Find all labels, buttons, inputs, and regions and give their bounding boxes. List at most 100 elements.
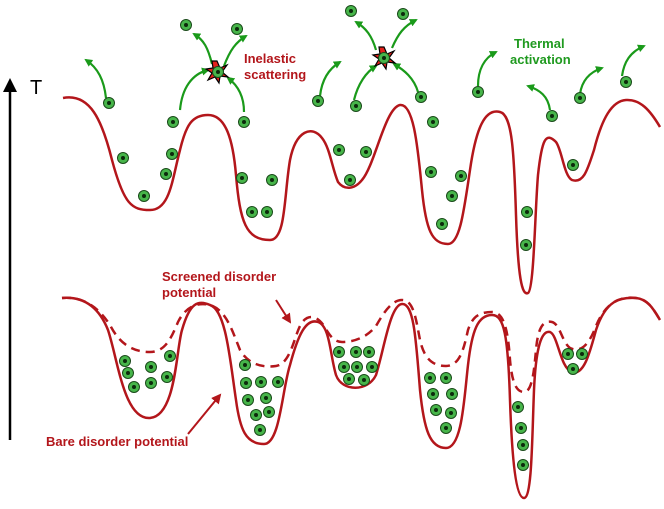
electron-icon — [350, 100, 362, 112]
inelastic-label-line1: Inelastic — [244, 51, 296, 66]
screened-label-line1: Screened disorder — [162, 269, 276, 284]
electron-icon — [212, 66, 224, 78]
electron-icon — [343, 373, 355, 385]
electron-icon — [445, 407, 457, 419]
thermal-arrow-icon — [354, 20, 378, 51]
temperature-axis-arrowhead — [3, 78, 17, 92]
electron-icon — [160, 168, 172, 180]
electron-icon — [238, 116, 250, 128]
electron-icon — [255, 376, 267, 388]
screened-potential-label: Screened disorder potential — [162, 269, 280, 300]
electron-icon — [366, 361, 378, 373]
electron-icon — [351, 361, 363, 373]
upper-potential-curve — [62, 96, 662, 295]
electron-icon — [427, 116, 439, 128]
electron-icon — [119, 355, 131, 367]
inelastic-scattering-label: Inelastic scattering — [244, 51, 306, 82]
electron-icon — [145, 377, 157, 389]
electron-icon — [427, 388, 439, 400]
electron-icon — [620, 76, 632, 88]
electron-icon — [266, 174, 278, 186]
thermal-arrow-icon — [620, 44, 646, 77]
screened-potential-curve — [61, 296, 662, 394]
electron-icon — [117, 152, 129, 164]
electron-icon — [103, 97, 115, 109]
electron-icon — [472, 86, 484, 98]
electron-icon — [425, 166, 437, 178]
electron-icon — [363, 346, 375, 358]
electron-icon — [520, 239, 532, 251]
thermal-arrow-icon — [178, 67, 210, 111]
electron-icon — [436, 218, 448, 230]
electron-icon — [430, 404, 442, 416]
thermal-arrow-icon — [222, 34, 248, 67]
electron-icon — [567, 159, 579, 171]
electron-icon — [344, 174, 356, 186]
electron-icon — [562, 348, 574, 360]
bare-pointer-arrow — [187, 393, 222, 435]
electron-icon — [378, 52, 390, 64]
thermal-arrow-icon — [578, 66, 604, 95]
electron-icon — [567, 363, 579, 375]
electron-icon — [250, 409, 262, 421]
electron-icon — [333, 144, 345, 156]
thermal-arrow-icon — [192, 32, 214, 65]
electron-icon — [231, 23, 243, 35]
thermal-arrow-icon — [390, 19, 418, 49]
electron-icon — [161, 371, 173, 383]
electron-icon — [576, 348, 588, 360]
electron-icon — [263, 406, 275, 418]
electron-icon — [166, 148, 178, 160]
electron-icon — [260, 392, 272, 404]
electron-icon — [242, 394, 254, 406]
electron-icon — [546, 110, 558, 122]
thermal-arrow-icon — [476, 51, 498, 87]
electron-icon — [455, 170, 467, 182]
electron-icon — [164, 350, 176, 362]
thermal-arrows — [84, 19, 646, 113]
electron-icon — [180, 19, 192, 31]
temperature-axis-label: T — [30, 77, 42, 99]
electron-icon — [138, 190, 150, 202]
thermal-arrow-icon — [318, 60, 342, 97]
thermal-label-line2: activation — [510, 52, 571, 67]
electron-icon — [122, 367, 134, 379]
electron-icon — [236, 172, 248, 184]
electron-icon — [345, 5, 357, 17]
electron-icon — [312, 95, 324, 107]
electron-icon — [358, 374, 370, 386]
electron-icon — [145, 361, 157, 373]
electron-icon — [424, 372, 436, 384]
electron-icon — [350, 346, 362, 358]
electron-icon — [515, 422, 527, 434]
electron-icon — [254, 424, 266, 436]
electron-icon — [574, 92, 586, 104]
thermal-arrow-icon — [392, 62, 420, 93]
thermal-arrow-icon — [352, 64, 378, 101]
electron-icon — [415, 91, 427, 103]
electron-icon — [360, 146, 372, 158]
thermal-arrow-icon — [84, 58, 108, 99]
bare-potential-label: Bare disorder potential — [46, 434, 188, 449]
electron-icon — [517, 439, 529, 451]
electron-icon — [446, 190, 458, 202]
thermal-activation-label: Thermal activation — [510, 36, 571, 67]
bare-potential-curve — [61, 296, 662, 500]
electron-icon — [521, 206, 533, 218]
electron-icon — [239, 359, 251, 371]
electron-icon — [512, 401, 524, 413]
screened-pointer-arrow — [275, 299, 292, 324]
thermal-arrow-icon — [526, 84, 552, 111]
electron-group — [103, 5, 632, 471]
electron-icon — [272, 376, 284, 388]
electron-icon — [240, 377, 252, 389]
temperature-axis: T — [3, 77, 42, 440]
electron-icon — [440, 422, 452, 434]
inelastic-label-line2: scattering — [244, 67, 306, 82]
electron-icon — [517, 459, 529, 471]
thermal-label-line1: Thermal — [514, 36, 565, 51]
electron-icon — [167, 116, 179, 128]
electron-icon — [338, 361, 350, 373]
